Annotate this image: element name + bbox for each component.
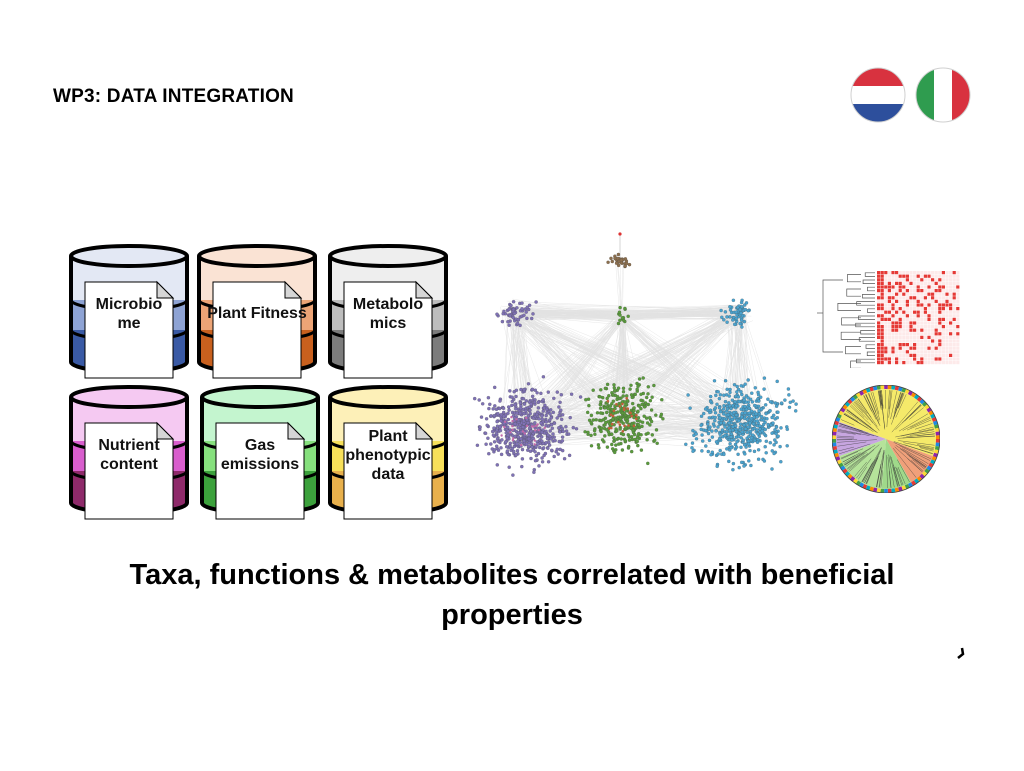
database-label: Nutrient <box>98 437 160 454</box>
slide-title: WP3: DATA INTEGRATION <box>53 86 294 107</box>
heatmap-grid <box>877 271 960 365</box>
data-sources-diagram: Microbio me Plant Fitness Metabolo micsNutri… <box>69 244 448 520</box>
document-icon: Metabolo mics <box>343 280 434 379</box>
headline: Taxa, functions & metabolites correlated… <box>40 555 984 635</box>
database-label: Gas <box>245 437 275 454</box>
database-label: data <box>372 466 405 483</box>
database-cylinder: Plant Fitness <box>197 244 317 379</box>
database-cylinder: Plant phenotypic data <box>328 385 448 520</box>
headline-line-1: Taxa, functions & metabolites correlated… <box>129 559 895 591</box>
database-label: Plant Fitness <box>207 305 307 322</box>
document-icon: Nutrient content <box>84 421 175 520</box>
database-cylinder: Gas emissions <box>200 385 320 520</box>
document-icon: Plant Fitness <box>207 280 307 379</box>
network-cluster <box>606 252 632 269</box>
italy-flag-icon <box>916 68 970 122</box>
database-label: me <box>117 315 140 332</box>
tree-wedges <box>836 389 936 489</box>
database-cylinder: Nutrient content <box>69 385 189 520</box>
network-cluster <box>616 305 630 326</box>
network-highlight-nodes <box>500 397 638 447</box>
database-cylinder: Metabolo mics <box>328 244 448 379</box>
document-icon: Gas emissions <box>215 421 306 520</box>
document-icon: Microbio me <box>84 280 175 379</box>
document-icon: Plant phenotypic data <box>343 421 434 520</box>
database-label: emissions <box>221 456 299 473</box>
netherlands-flag-icon <box>851 68 905 122</box>
database-label: content <box>100 456 158 473</box>
network-cluster <box>495 299 538 328</box>
headline-line-2: properties <box>441 599 583 631</box>
heatmap-dendrogram-image <box>817 271 960 368</box>
corner-mark-icon <box>957 647 965 659</box>
database-cylinder: Microbio me <box>69 244 189 379</box>
tree-branches <box>837 390 935 488</box>
database-label: mics <box>370 315 407 332</box>
circular-phylogenetic-tree-image <box>832 385 940 493</box>
network-graph-image <box>472 232 798 477</box>
network-cluster <box>684 376 798 472</box>
database-label: Metabolo <box>353 296 423 313</box>
dendrogram <box>817 272 875 368</box>
network-cluster <box>719 298 751 329</box>
database-label: Plant <box>368 428 408 445</box>
flags-group <box>850 67 971 123</box>
database-label: Microbio <box>96 296 163 313</box>
database-label: phenotypic <box>345 447 430 464</box>
